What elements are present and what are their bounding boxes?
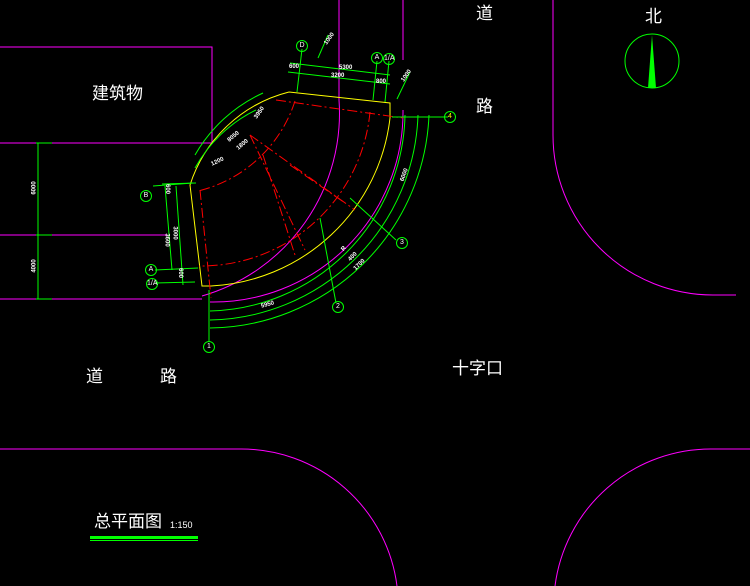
axis-marker-1: 1 — [203, 341, 215, 353]
dim-left-600b: 600 — [177, 267, 184, 279]
building-label: 建筑物 — [92, 84, 143, 104]
structure-outline — [189, 91, 391, 287]
drawing-scale: 1:150 — [170, 520, 193, 530]
road-top-char-2: 路 — [476, 97, 493, 117]
axis-marker-left-b: B — [140, 190, 152, 202]
axis-marker-3: 3 — [396, 237, 408, 249]
dim-building-4000: 4000 — [31, 259, 38, 273]
dim-left-600: 600 — [164, 183, 171, 195]
road-top-char-1: 道 — [476, 4, 493, 24]
road-left-char-1: 道 — [86, 367, 103, 387]
north-label: 北 — [645, 7, 662, 27]
drawing-title: 总平面图 — [94, 512, 162, 532]
axis-marker-top-d: D — [296, 40, 308, 52]
axis-marker-left-a: A — [145, 264, 157, 276]
axis-marker-top-a: A — [371, 52, 383, 64]
dim-building-6000: 6000 — [31, 181, 38, 195]
dimension-lines — [36, 34, 448, 342]
title-underline — [90, 536, 198, 541]
intersection-label: 十字口 — [452, 359, 503, 379]
dim-left-3000: 3000 — [171, 226, 178, 240]
dim-600: 600 — [289, 64, 300, 70]
dim-800: 800 — [376, 79, 387, 85]
axis-lines — [197, 99, 404, 299]
axis-marker-2: 2 — [332, 301, 344, 313]
axis-marker-left-1a: 1/A — [146, 278, 158, 290]
dim-5300: 5300 — [339, 65, 353, 71]
dim-3200: 3200 — [331, 73, 345, 79]
road-left-char-2: 路 — [160, 367, 177, 387]
north-arrow — [624, 33, 680, 89]
axis-marker-4: 4 — [444, 111, 456, 123]
axis-marker-top-a1: 1/A — [383, 53, 395, 65]
building-outline — [0, 46, 213, 300]
dim-left-3600: 3600 — [163, 233, 170, 247]
